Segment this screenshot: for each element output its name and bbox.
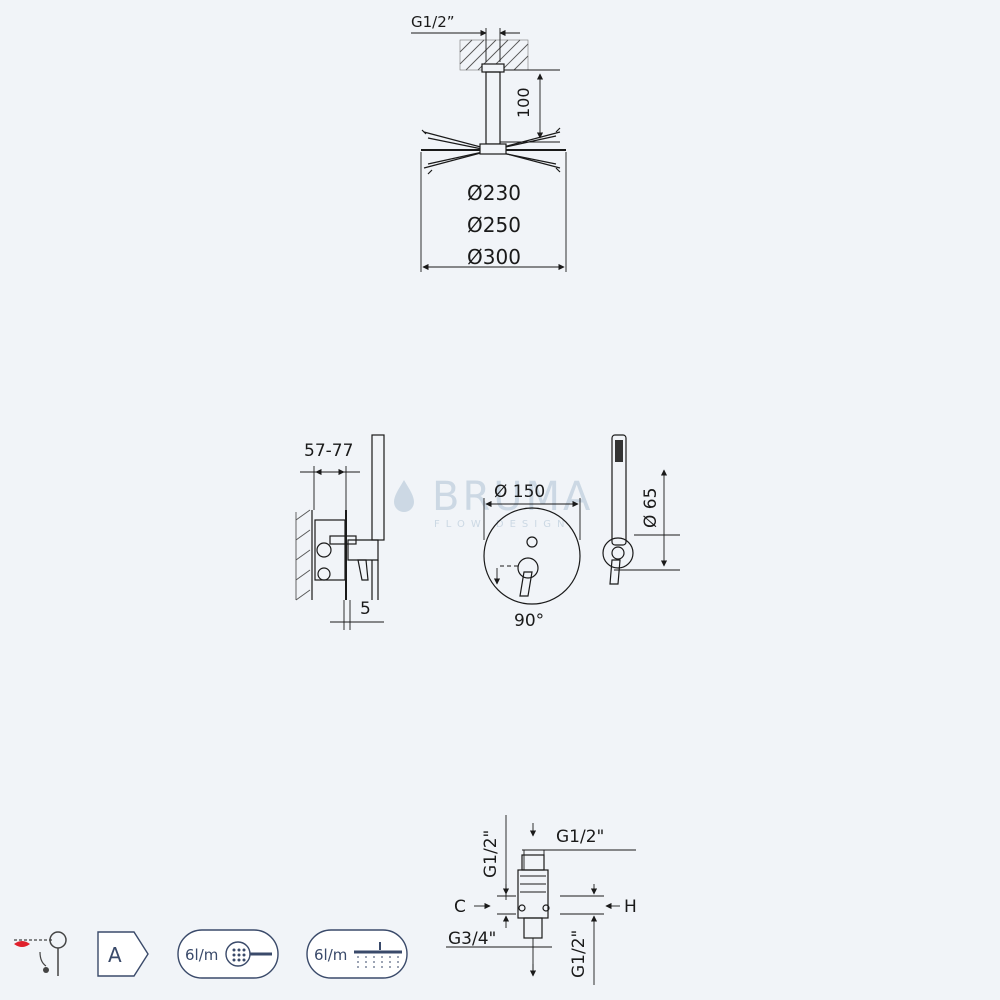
head-shower-flow-label: 6l/m: [314, 946, 347, 964]
head-shower-drawing: G1/2” 100 Ø230 Ø250 Ø300: [411, 13, 567, 272]
valve-top-thread-left: G1/2": [481, 830, 501, 878]
diameter-250: Ø250: [467, 213, 521, 237]
valve-top-thread-right: G1/2": [556, 827, 604, 847]
spray-face: [615, 440, 623, 462]
shower-head: [421, 127, 566, 175]
label-c: C: [454, 897, 466, 917]
valve-bottom-thread-left: G3/4": [448, 929, 496, 949]
diameter-230: Ø230: [467, 181, 521, 205]
holder-diameter-label: Ø 65: [641, 488, 661, 528]
mixer-front-view: Ø 150 90°: [483, 482, 581, 631]
hand-shower-body: [611, 434, 627, 546]
hand-shower-flow-label: 6l/m: [185, 946, 218, 964]
valve-bottom-thread-right: G1/2": [569, 930, 589, 978]
hand-shower-flow-badge: 6l/m: [177, 929, 279, 979]
head-thread-label: G1/2”: [411, 13, 455, 31]
water-drop-icon: [394, 480, 414, 512]
energy-class-badge: A: [97, 931, 149, 977]
ceiling-flange: [481, 63, 505, 73]
arm-length-label: 100: [514, 87, 533, 118]
shower-arm: [485, 71, 501, 145]
plate-diameter-label: Ø 150: [494, 482, 545, 502]
rotation-label: 90°: [514, 611, 544, 631]
watermark-tagline: FLOW DESIGN: [434, 519, 570, 530]
diverter-knob: [526, 536, 538, 548]
valve-bottom-port: [523, 917, 543, 939]
valve-top-port: [521, 854, 545, 871]
head-shower-flow-badge: 6l/m: [306, 929, 408, 979]
cover-plate-front: [483, 507, 581, 605]
hand-shower-side: [371, 434, 385, 541]
valve-body-drawing: G1/2" G1/2" C H G3/4" G1/2": [446, 815, 637, 985]
rain-shower-icon: [354, 942, 402, 970]
mixer-function-icon: [14, 931, 67, 976]
label-h: H: [624, 897, 637, 917]
wall-holder: [602, 537, 634, 569]
energy-class-label: A: [108, 943, 122, 967]
mixer-side-view: 57-77 5: [295, 434, 385, 630]
diameter-300: Ø300: [467, 245, 521, 269]
plate-thickness-label: 5: [360, 599, 371, 619]
lever-handle: [519, 571, 533, 597]
hand-shower-front: Ø 65: [602, 434, 680, 585]
wall-hatch: [295, 509, 311, 601]
depth-range-label: 57-77: [304, 441, 353, 461]
